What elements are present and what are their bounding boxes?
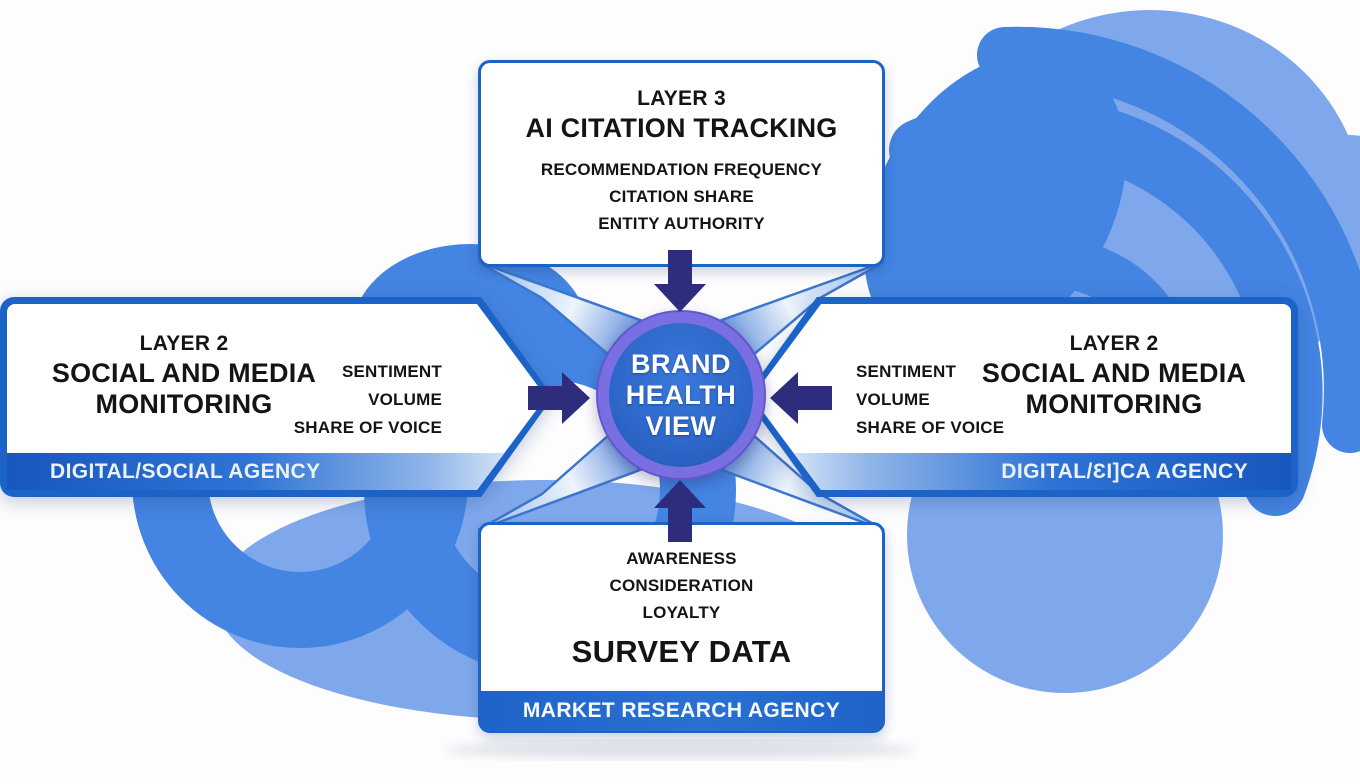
metric-sentiment: SENTIMENT (856, 362, 957, 381)
box-panel: LAYER 2 SOCIAL AND MEDIA MONITORING SENT… (752, 304, 1291, 490)
brand-health-circle: BRAND HEALTH VIEW (609, 323, 753, 467)
arrow-left-icon (770, 372, 832, 424)
metric-volume: VOLUME (856, 390, 930, 409)
survey-title: SURVEY DATA (571, 634, 792, 669)
layer2-right-monitoring-box: LAYER 2 SOCIAL AND MEDIA MONITORING SENT… (745, 297, 1298, 497)
brand-health-hub: BRAND HEALTH VIEW (596, 310, 766, 480)
metric-sentiment: SENTIMENT (341, 362, 442, 381)
layer2-left-title-line1: SOCIAL AND MEDIA (51, 358, 317, 388)
layer3-ai-citation-box: LAYER 3 AI CITATION TRACKING RECOMMENDAT… (478, 60, 885, 267)
market-research-label: MARKET RESEARCH AGENCY (522, 699, 841, 722)
arrow-right-icon (528, 372, 590, 424)
arrow-up-icon (654, 480, 706, 542)
right-agency-label: DIGITAL/ƐI]CA AGENCY (1001, 459, 1248, 483)
layer3-item: CITATION SHARE (609, 187, 754, 206)
layer3-title: AI CITATION TRACKING (525, 113, 838, 143)
market-research-banner: MARKET RESEARCH AGENCY (480, 691, 883, 731)
survey-item: CONSIDERATION (609, 576, 754, 595)
metric-share-of-voice: SHARE OF VOICE (856, 418, 1005, 437)
arrow-down-icon (654, 250, 706, 312)
left-agency-banner: DIGITAL/SOCIAL AGENCY (7, 453, 546, 490)
survey-item: LOYALTY (642, 603, 721, 622)
bottom-shadow (445, 741, 915, 759)
layer2-right-title-line1: SOCIAL AND MEDIA (981, 358, 1247, 388)
hub-line-1: BRAND (631, 348, 731, 379)
layer3-item: RECOMMENDATION FREQUENCY (540, 160, 823, 179)
layer2-right-title-line2: MONITORING (1025, 389, 1203, 419)
metric-share-of-voice: SHARE OF VOICE (293, 418, 442, 437)
layer2-left-label: LAYER 2 (139, 332, 229, 355)
layer3-item: ENTITY AUTHORITY (598, 214, 765, 233)
hub-line-3: VIEW (645, 410, 717, 441)
survey-data-box: AWARENESS CONSIDERATION LOYALTY SURVEY D… (478, 522, 885, 733)
right-agency-banner: DIGITAL/ƐI]CA AGENCY (752, 453, 1291, 490)
survey-item: AWARENESS (626, 549, 737, 568)
left-agency-label: DIGITAL/SOCIAL AGENCY (50, 459, 321, 483)
box-panel: LAYER 2 SOCIAL AND MEDIA MONITORING SENT… (7, 304, 546, 490)
layer2-left-title-line2: MONITORING (95, 389, 273, 419)
layer2-left-monitoring-box: LAYER 2 SOCIAL AND MEDIA MONITORING SENT… (0, 297, 553, 497)
layer3-label: LAYER 3 (637, 87, 726, 110)
layer2-right-label: LAYER 2 (1069, 332, 1159, 355)
metric-volume: VOLUME (368, 390, 442, 409)
hub-line-2: HEALTH (625, 379, 737, 410)
